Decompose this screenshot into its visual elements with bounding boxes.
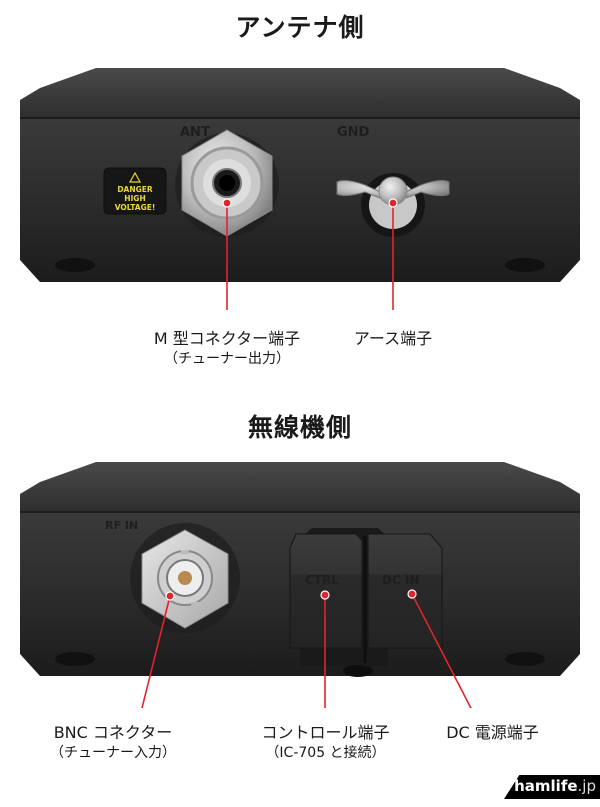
callout-sublabel: （IC-705 と接続） [265, 745, 386, 761]
callout-label: BNC コネクター [53, 723, 173, 742]
danger-high-voltage-badge [103, 167, 167, 215]
section-title-radio-side: 無線機側 [247, 413, 352, 442]
ant-marking: ANT [180, 125, 210, 140]
warning-triangle-icon [128, 171, 142, 183]
callout-bnc-connector: BNC コネクター （チューナー入力） [38, 722, 188, 764]
watermark-brand: hamlife [514, 777, 578, 795]
callout-m-type-connector: M 型コネクター端子 （チューナー出力） [127, 328, 327, 370]
callout-label: コントロール端子 [261, 723, 390, 742]
callout-label: M 型コネクター端子 [153, 329, 301, 348]
gnd-marking: GND [337, 125, 370, 140]
device-body [20, 118, 580, 282]
svg-text:HIGH: HIGH [124, 194, 146, 203]
callout-ground-terminal: アース端子 [353, 329, 433, 348]
svg-text:VOLTAGE!: VOLTAGE! [115, 203, 156, 212]
section-title-antenna-side: アンテナ側 [235, 13, 365, 42]
callout-sublabel: （チューナー入力） [50, 745, 176, 761]
watermark-tld: .jp [577, 777, 596, 795]
tuner-antenna-side-panel: ANT DANGER HIGH VOLTAGE! GND [0, 60, 600, 310]
ctrl-marking: CTRL [305, 573, 339, 587]
dc-in-marking: DC IN [382, 573, 419, 587]
dc-in-port-cover[interactable] [367, 533, 443, 649]
tuner-radio-side-panel: RF IN CTRL DC IN [0, 458, 600, 708]
hamlife-watermark: hamlife.jp [500, 775, 600, 799]
rf-in-marking: RF IN [105, 519, 138, 532]
callout-control-terminal: コントロール端子 （IC-705 と接続） [248, 722, 403, 764]
svg-text:DANGER: DANGER [117, 185, 153, 194]
callout-sublabel: （チューナー出力） [164, 351, 290, 367]
callout-dc-power-terminal: DC 電源端子 [446, 723, 539, 742]
